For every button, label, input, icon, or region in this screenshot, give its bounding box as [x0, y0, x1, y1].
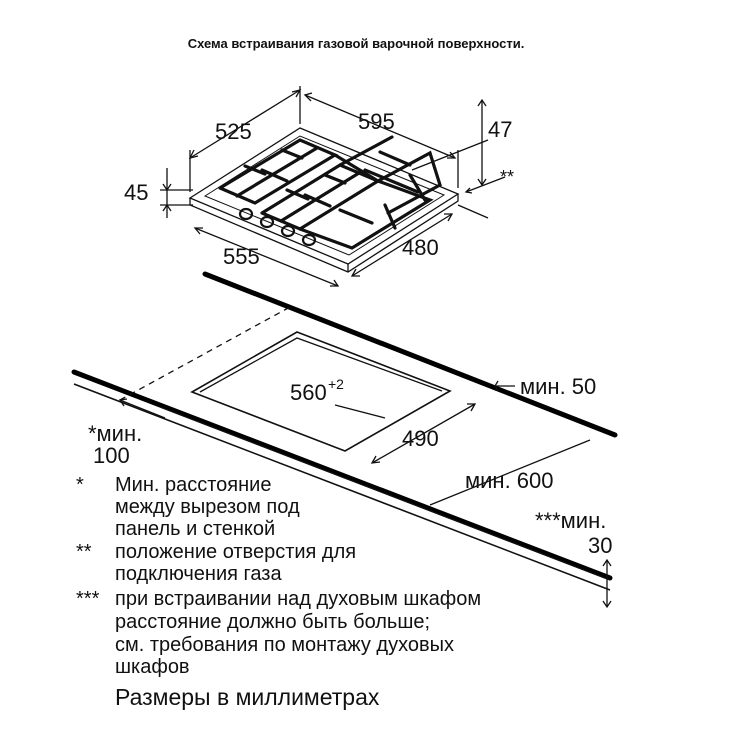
- dim-min-front: мин. 600: [465, 468, 554, 493]
- note-1-marker: *: [76, 474, 84, 496]
- dim-depth-total: 525: [215, 119, 252, 144]
- gas-position-marker: **: [500, 167, 514, 187]
- dim-offset-right: 47: [488, 117, 512, 142]
- note-3-line: см. требования по монтажу духовых: [115, 634, 454, 656]
- note-1-line: панель и стенкой: [115, 518, 275, 540]
- dim-height: 45: [124, 180, 148, 205]
- dim-cutout-tolerance: +2: [328, 376, 344, 392]
- notes: * Мин. расстояние между вырезом под пане…: [76, 474, 481, 710]
- note-2-line: подключения газа: [115, 563, 282, 585]
- worktop-front-edge: [71, 369, 613, 581]
- worktop-back-edge: [202, 271, 618, 438]
- note-3-line: расстояние должно быть больше;: [115, 611, 430, 633]
- diagram-title: Схема встраивания газовой варочной повер…: [188, 36, 525, 51]
- dim-min-back: мин. 50: [520, 374, 596, 399]
- note-2-line: положение отверстия для: [115, 541, 356, 563]
- note-3-line: при встраивании над духовым шкафом: [115, 588, 481, 610]
- dim-cutout-depth: 490: [402, 426, 439, 451]
- note-3-line: шкафов: [115, 656, 190, 678]
- dim-min-side-value: 100: [93, 443, 130, 468]
- note-3-marker: ***: [76, 588, 100, 610]
- dim-width-total: 595: [358, 109, 395, 134]
- dim-depth-body: 480: [402, 235, 439, 260]
- cutout-outline: [190, 331, 452, 452]
- hob-drawing: 525 595 47 45 555 480 **: [124, 86, 514, 287]
- control-knobs: [238, 207, 317, 247]
- pan-supports: [218, 135, 442, 250]
- dim-min-oven-value: 30: [588, 533, 612, 558]
- note-1-line: Мин. расстояние: [115, 474, 271, 496]
- note-1-line: между вырезом под: [115, 496, 300, 518]
- dim-min-side-label: *мин.: [88, 421, 142, 446]
- dim-width-body: 555: [223, 244, 260, 269]
- worktop-drawing: 560 +2 490 мин. 50 мин. 600 *мин. 100 **…: [71, 271, 618, 609]
- units-footer: Размеры в миллиметрах: [115, 684, 380, 710]
- dim-cutout-width: 560: [290, 380, 327, 405]
- note-2-marker: **: [76, 541, 92, 563]
- dim-min-oven-label: ***мин.: [535, 508, 606, 533]
